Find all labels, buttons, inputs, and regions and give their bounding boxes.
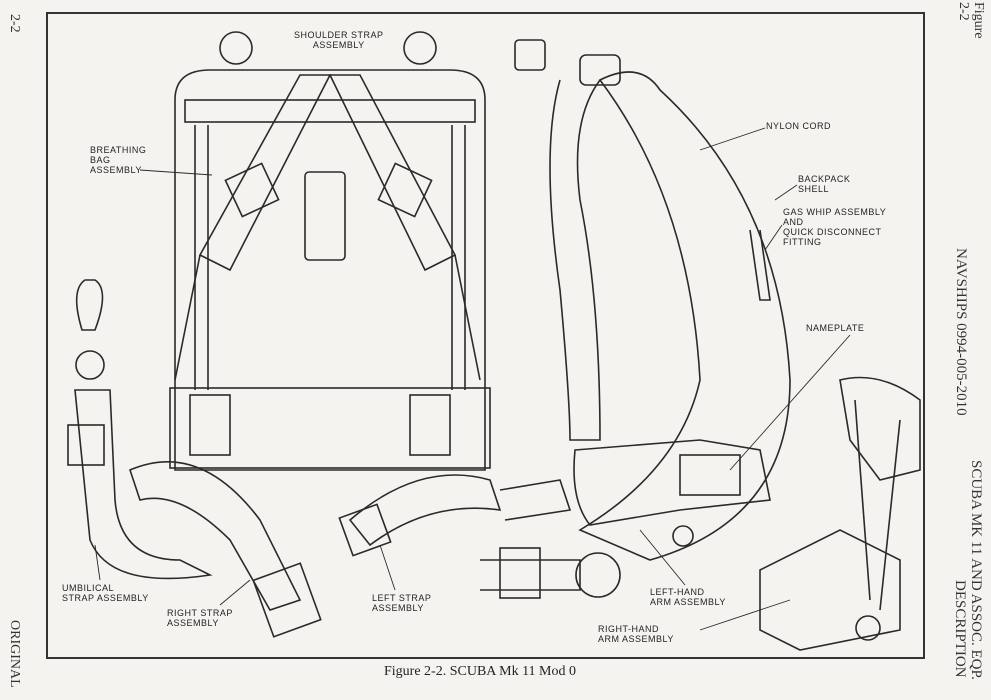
figure-ref-line1: Figure [971, 2, 986, 39]
page-number: 2-2 [7, 14, 22, 33]
figure-caption: Figure 2-2. SCUBA Mk 11 Mod 0 [384, 664, 577, 679]
umbilical-strap [67, 279, 213, 580]
figure-ref-line2: 2-2 [956, 2, 971, 21]
figure-frame [46, 12, 925, 659]
footer-original: ORIGINAL [7, 620, 22, 688]
callout-nylon-cord: NYLON CORD [766, 121, 832, 131]
document-number: NAVSHIPS 0994-005-2010 [953, 248, 969, 416]
callout-leaders [94, 127, 851, 631]
right-hand-arm [759, 376, 921, 651]
backpack-frame [169, 31, 491, 471]
waist-straps [129, 461, 621, 638]
shoulder-straps [174, 74, 481, 381]
callout-nameplate: NAMEPLATE [806, 323, 865, 333]
backpack-shell [514, 39, 791, 561]
section-title-line2: DESCRIPTION [952, 580, 968, 678]
section-title-line1: SCUBA MK 11 AND ASSOC. EQP. [968, 460, 984, 680]
